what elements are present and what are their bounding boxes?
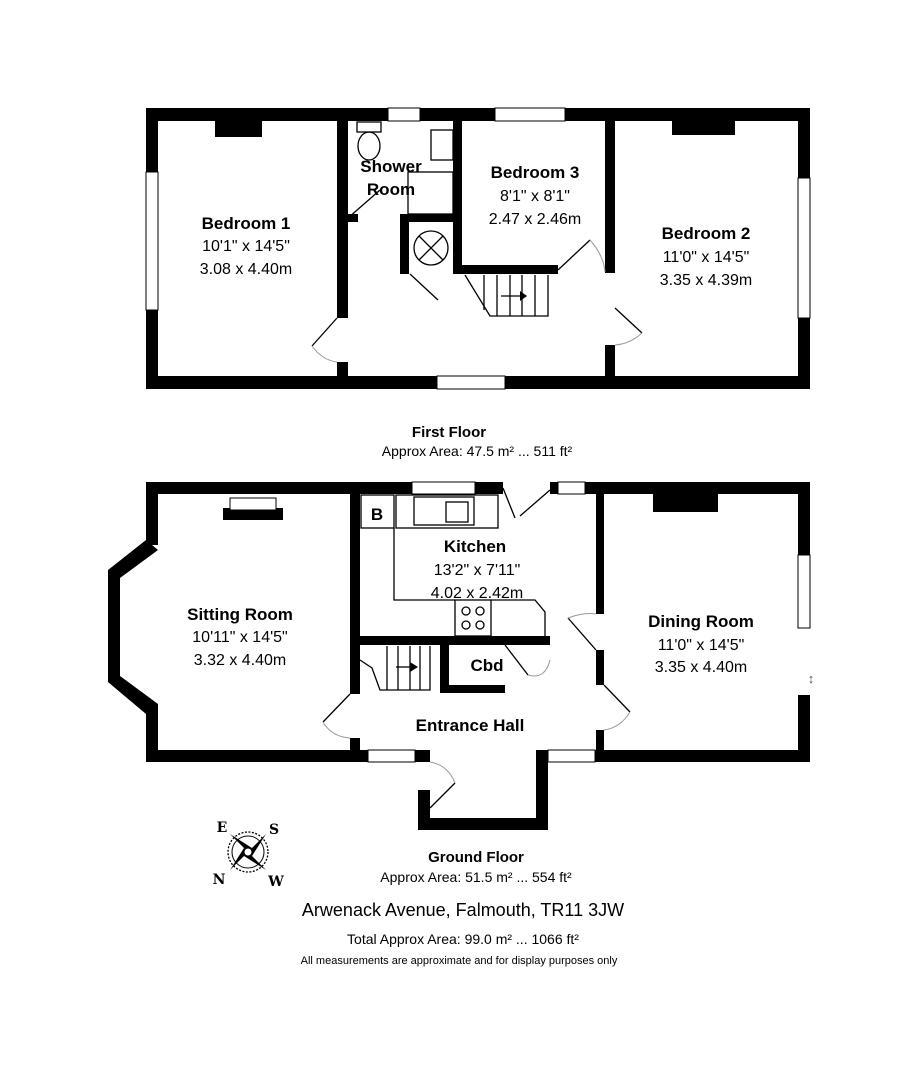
svg-text:Shower: Shower: [360, 157, 422, 176]
basin-icon: [430, 129, 454, 161]
shower-tray-icon: [407, 171, 454, 215]
svg-text:3.08 x 4.40m: 3.08 x 4.40m: [200, 261, 293, 278]
svg-text:Room: Room: [367, 180, 415, 199]
bedroom-1-label: Bedroom 1 10'1" x 14'5" 3.08 x 4.40m: [200, 214, 293, 278]
svg-text:13'2" x 7'11": 13'2" x 7'11": [434, 562, 521, 579]
shower-room-label: Shower Room: [360, 157, 422, 199]
svg-text:10'1" x 14'5": 10'1" x 14'5": [202, 238, 290, 255]
cupboard-label: Cbd: [470, 656, 503, 675]
first-floor-area: Approx Area: 47.5 m² ... 511 ft²: [382, 443, 573, 459]
entrance-hall-label: Entrance Hall: [416, 716, 525, 735]
bedroom-3-label: Bedroom 3 8'1" x 8'1" 2.47 x 2.46m: [489, 163, 582, 228]
svg-text:10'11" x 14'5": 10'11" x 14'5": [192, 629, 287, 646]
ground-floor-area: Approx Area: 51.5 m² ... 554 ft²: [380, 869, 572, 885]
compass-icon: E S N W: [213, 820, 285, 890]
first-floor-windows: [145, 107, 811, 390]
disclaimer: All measurements are approximate and for…: [301, 955, 618, 967]
svg-text:3.32 x 4.40m: 3.32 x 4.40m: [194, 652, 287, 669]
svg-text:11'0" x 14'5": 11'0" x 14'5": [658, 637, 745, 654]
ground-floor-windows: [229, 481, 811, 763]
svg-text:3.35 x 4.40m: 3.35 x 4.40m: [655, 659, 748, 676]
bedroom-2-label: Bedroom 2 11'0" x 14'5" 3.35 x 4.39m: [660, 224, 753, 289]
worktop-icon: [395, 494, 499, 529]
total-area: Total Approx Area: 99.0 m² ... 1066 ft²: [347, 931, 579, 947]
hob-icon: [454, 599, 492, 637]
stairs-icon: [464, 274, 549, 317]
first-floor-title: First Floor: [412, 424, 486, 441]
svg-text:Bedroom 2: Bedroom 2: [662, 224, 751, 243]
property-address: Arwenack Avenue, Falmouth, TR11 3JW: [302, 900, 624, 920]
svg-text:Bedroom 1: Bedroom 1: [202, 214, 291, 233]
first-floor-plan: Bedroom 1 10'1" x 14'5" 3.08 x 4.40m Sho…: [145, 107, 811, 459]
svg-text:S: S: [269, 822, 279, 838]
toilet-icon: [356, 121, 382, 133]
boiler-icon: [360, 494, 395, 529]
kitchen-label: Kitchen 13'2" x 7'11" 4.02 x 2.42m: [431, 537, 524, 602]
svg-text:Sitting Room: Sitting Room: [187, 605, 293, 624]
ground-floor-walls: [108, 482, 810, 830]
cylinder-icon: [413, 230, 449, 266]
boiler-label: B: [371, 505, 383, 524]
svg-text:11'0" x 14'5": 11'0" x 14'5": [663, 249, 750, 266]
svg-text:N: N: [213, 872, 226, 888]
ground-floor-fixtures: B: [322, 487, 815, 809]
ground-stairs-icon: [359, 646, 431, 691]
ground-floor-title: Ground Floor: [428, 849, 524, 866]
sitting-room-label: Sitting Room 10'11" x 14'5" 3.32 x 4.40m: [187, 605, 293, 669]
svg-text:W: W: [267, 874, 284, 890]
svg-text:4.02 x 2.42m: 4.02 x 2.42m: [431, 585, 524, 602]
sliding-window-icon: ↕: [808, 671, 815, 686]
dining-room-label: Dining Room 11'0" x 14'5" 3.35 x 4.40m: [648, 612, 754, 676]
svg-text:E: E: [217, 820, 228, 836]
svg-text:8'1" x 8'1": 8'1" x 8'1": [500, 188, 570, 205]
svg-text:Dining Room: Dining Room: [648, 612, 754, 631]
ground-floor-plan: B: [108, 481, 815, 885]
svg-text:2.47 x 2.46m: 2.47 x 2.46m: [489, 211, 582, 228]
first-floor-fixtures: [311, 121, 643, 363]
sink-icon: [413, 496, 475, 526]
svg-text:3.35 x 4.39m: 3.35 x 4.39m: [660, 272, 753, 289]
svg-text:Bedroom 3: Bedroom 3: [491, 163, 580, 182]
svg-text:Kitchen: Kitchen: [444, 537, 506, 556]
